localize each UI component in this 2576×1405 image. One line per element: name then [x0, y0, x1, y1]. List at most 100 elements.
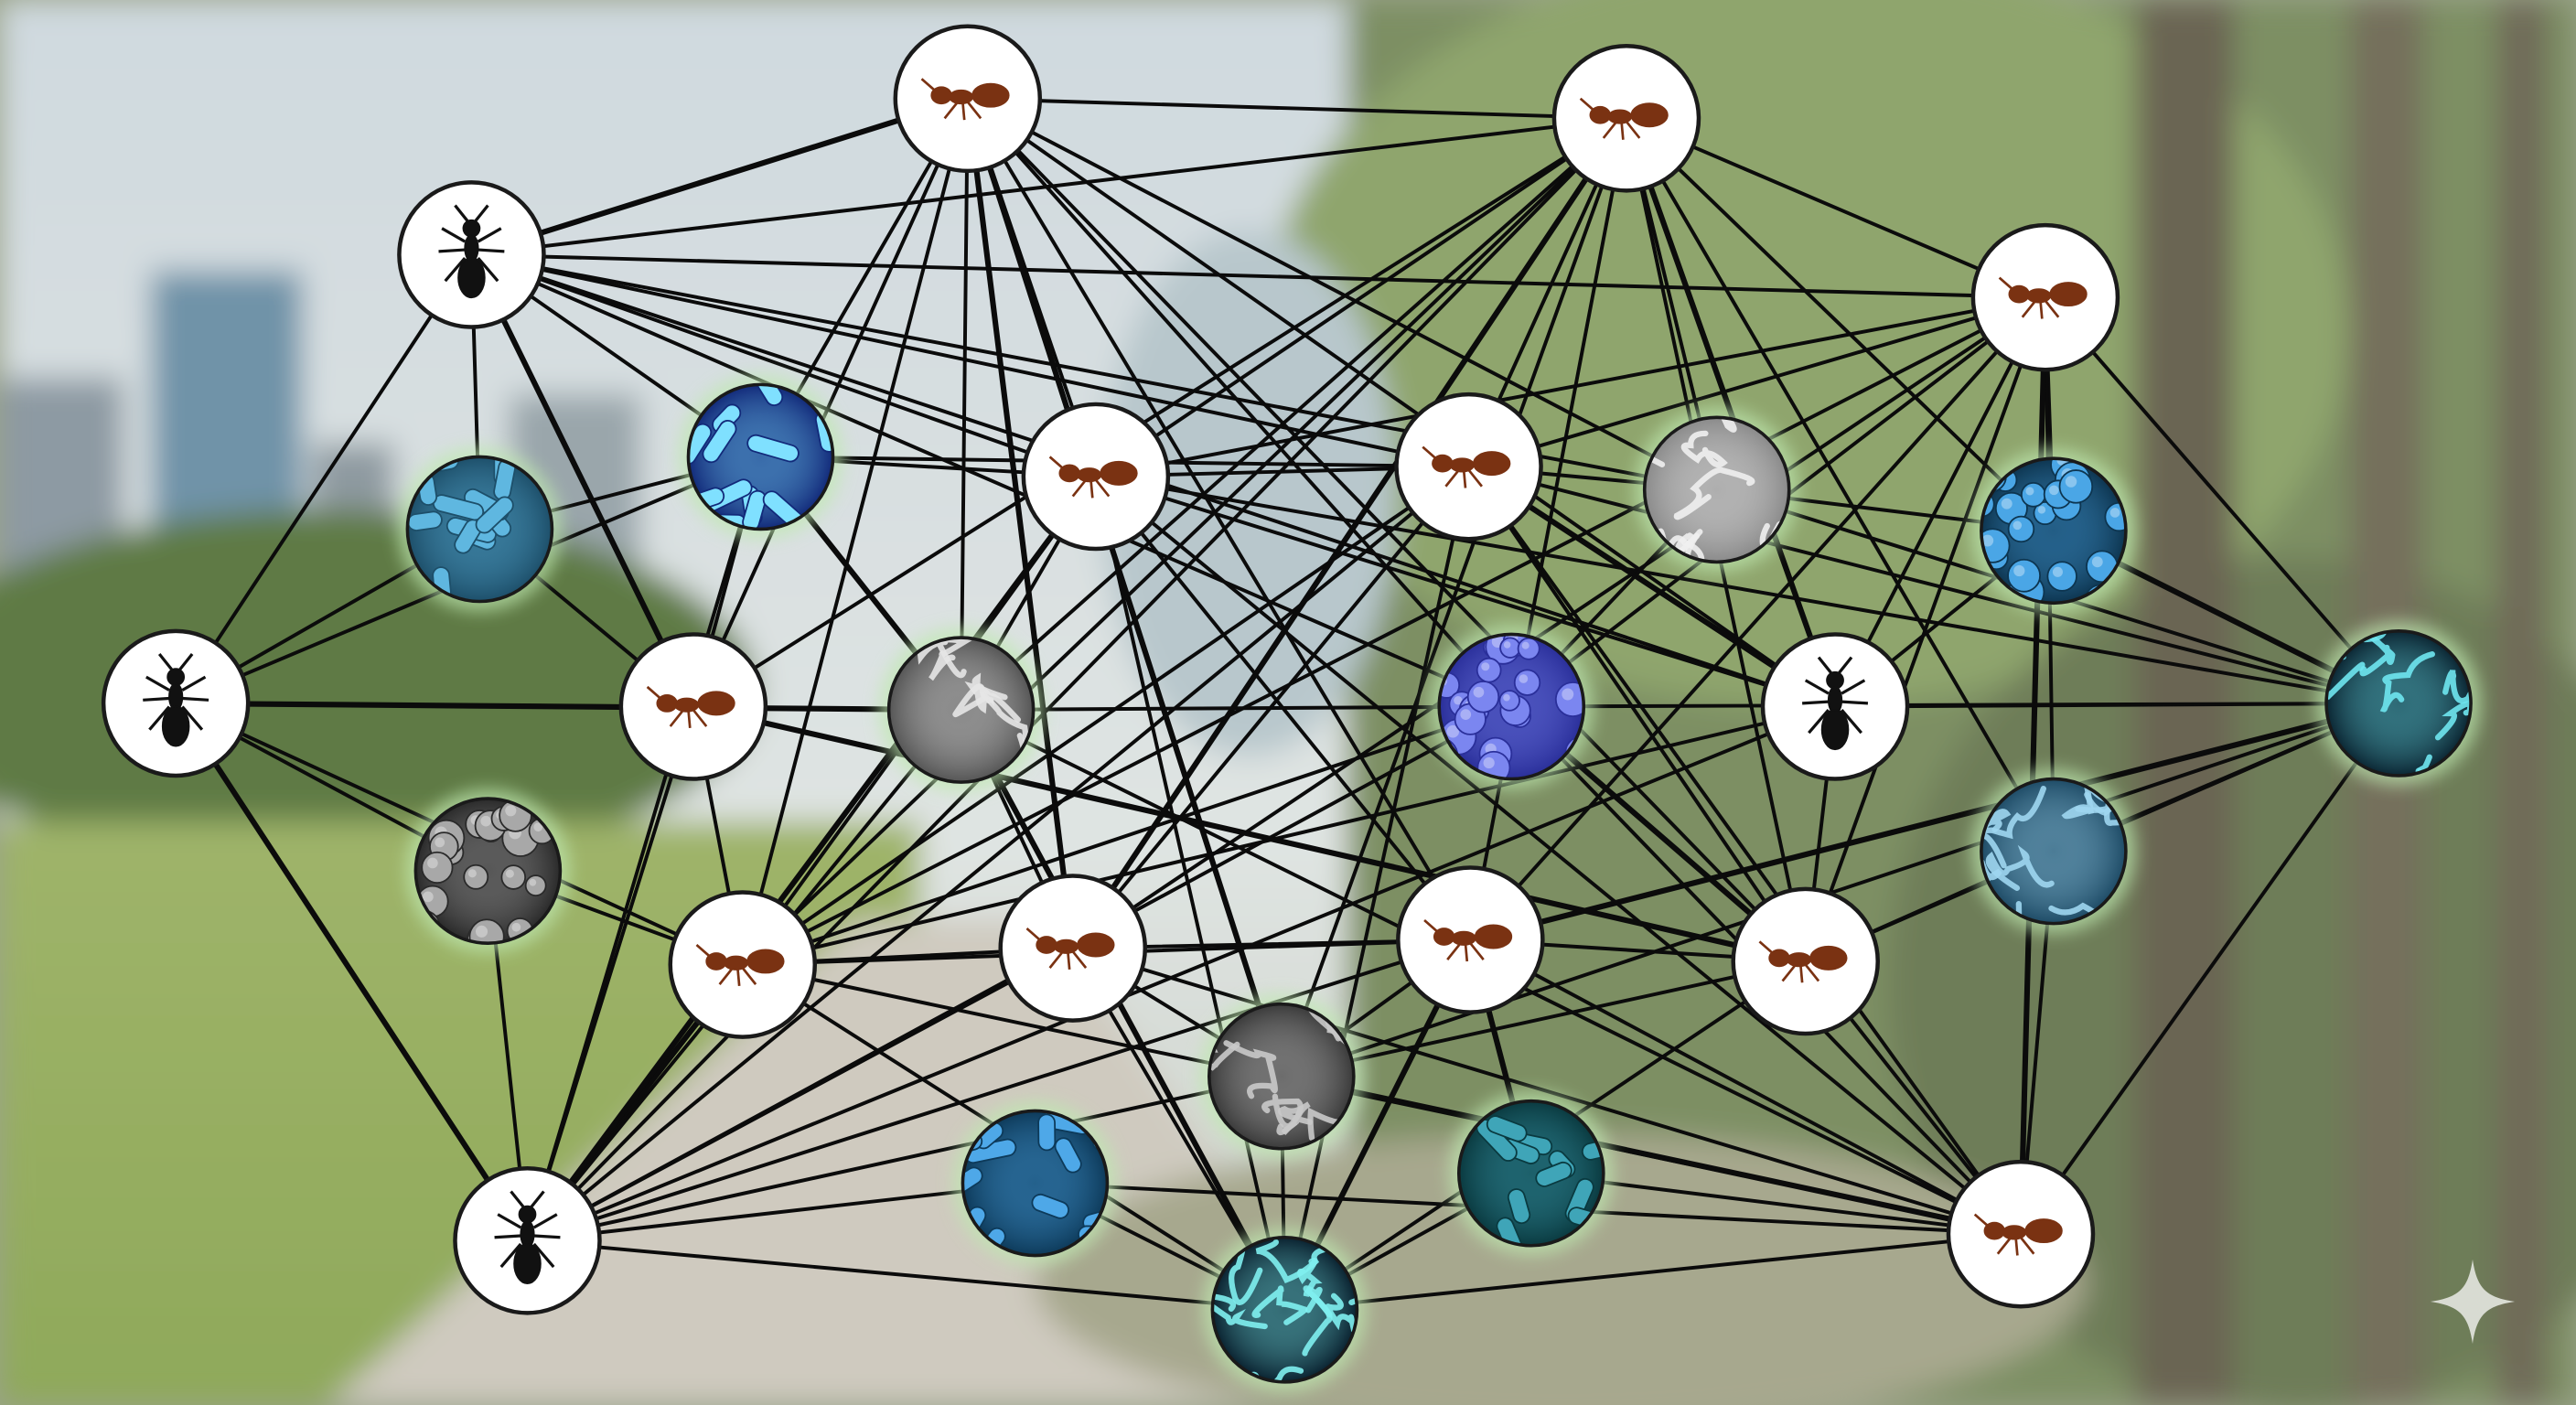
microbe-node [397, 446, 563, 612]
network-edge [173, 700, 531, 1244]
network-edge [691, 96, 970, 709]
network-edge [1624, 116, 2055, 853]
network-edge [740, 116, 1628, 967]
network-edge [1833, 295, 2047, 709]
network-edge [1093, 475, 2401, 705]
microbe-filaments-image [1208, 1003, 1354, 1149]
network-edge [1283, 465, 1471, 1312]
network-edge [1070, 946, 2023, 1237]
ant-node [1946, 1159, 2096, 1309]
network-edge [525, 959, 1808, 1243]
network-edge [1466, 295, 2047, 469]
microbe-node [2316, 621, 2481, 786]
network-edge [468, 252, 696, 710]
microbe-filaments-image [2326, 630, 2472, 776]
ant-node [668, 890, 818, 1039]
ant-icon [1802, 656, 1869, 751]
network-edge [965, 96, 1473, 942]
network-edge [1529, 1171, 2023, 1237]
network-edge [1803, 295, 2047, 963]
ant-node [998, 874, 1147, 1023]
ant-node [453, 1166, 602, 1315]
microbe-node [1429, 624, 1594, 789]
microbe-node [1634, 407, 1799, 573]
sparkle-watermark-icon [2430, 1259, 2516, 1345]
microbe-node [1449, 1090, 1614, 1256]
network-edge [469, 116, 1628, 257]
ant-icon [695, 943, 785, 987]
network-edge [1283, 1232, 2023, 1312]
ant-icon [143, 652, 209, 747]
network-edge [469, 252, 1514, 709]
network-edge [1093, 295, 2047, 478]
network-edge [1279, 116, 1628, 1078]
network-edge [958, 707, 1288, 1313]
ant-node [1760, 632, 1910, 781]
microbe-cocci-image [1439, 634, 1584, 779]
ant-node [1021, 402, 1171, 552]
network-edge [1466, 465, 2023, 1237]
ant-node [101, 628, 251, 778]
ant-node [1970, 222, 2120, 372]
network-edge [690, 703, 1809, 965]
network-edge [959, 116, 1628, 713]
network-edge [1467, 700, 2402, 943]
microbe-filaments-image [1212, 1237, 1358, 1382]
network-edge [740, 96, 970, 967]
network-edge [525, 938, 1473, 1243]
microbe-filaments-image [888, 638, 1034, 783]
network-edge [740, 704, 1514, 967]
ant-icon [1579, 97, 1669, 140]
network-edge [524, 473, 1099, 1244]
microbe-node [678, 374, 843, 540]
network-edge [525, 1181, 1037, 1243]
ant-icon [1048, 456, 1138, 499]
network-edge [1093, 475, 1287, 1312]
microbe-node [1971, 768, 2136, 934]
ant-node [397, 180, 546, 329]
network-edge [468, 95, 971, 258]
network-edge [965, 96, 1719, 492]
network-edge [1466, 465, 1808, 963]
microbe-filaments-image [1980, 778, 2126, 924]
network-edge [2019, 701, 2401, 1237]
ant-icon [1422, 445, 1511, 488]
network-edge [1624, 116, 2047, 300]
microbe-node [878, 627, 1044, 792]
network-edge [469, 252, 1471, 469]
network-edge [959, 96, 970, 713]
microbe-rods-image [407, 456, 553, 602]
network-edge [1278, 1073, 2024, 1238]
ant-icon [1758, 940, 1848, 983]
network-edge [525, 465, 1471, 1243]
ant-icon [1998, 276, 2088, 319]
ant-node [1731, 886, 1880, 1036]
network-edge [2043, 295, 2401, 705]
network-edge [965, 96, 1838, 709]
ant-icon [646, 685, 735, 728]
network-edge [174, 252, 474, 705]
network-edge [1468, 938, 2023, 1237]
network-edge [965, 96, 1514, 709]
network-edge [740, 295, 2047, 967]
microbe-rods-image [1458, 1100, 1604, 1246]
ant-node [1394, 391, 1543, 542]
ant-icon [1025, 928, 1115, 971]
network-edge [740, 465, 1471, 967]
microbe-node [1202, 1227, 1368, 1392]
network-edge [965, 96, 1628, 121]
ant-icon [438, 204, 505, 299]
network-edge [525, 116, 1628, 1243]
ant-node [1551, 44, 1701, 193]
ant-icon [1973, 1213, 2063, 1256]
network-edge [1070, 295, 2047, 950]
ant-icon [920, 78, 1010, 121]
network-edge [965, 96, 1808, 963]
ant-icon [494, 1190, 561, 1284]
network-edge [1093, 475, 2023, 1237]
network-edge [1624, 116, 2055, 533]
ant-node [893, 24, 1043, 174]
network-nodes [101, 24, 2481, 1392]
ant-node [1396, 865, 1545, 1014]
